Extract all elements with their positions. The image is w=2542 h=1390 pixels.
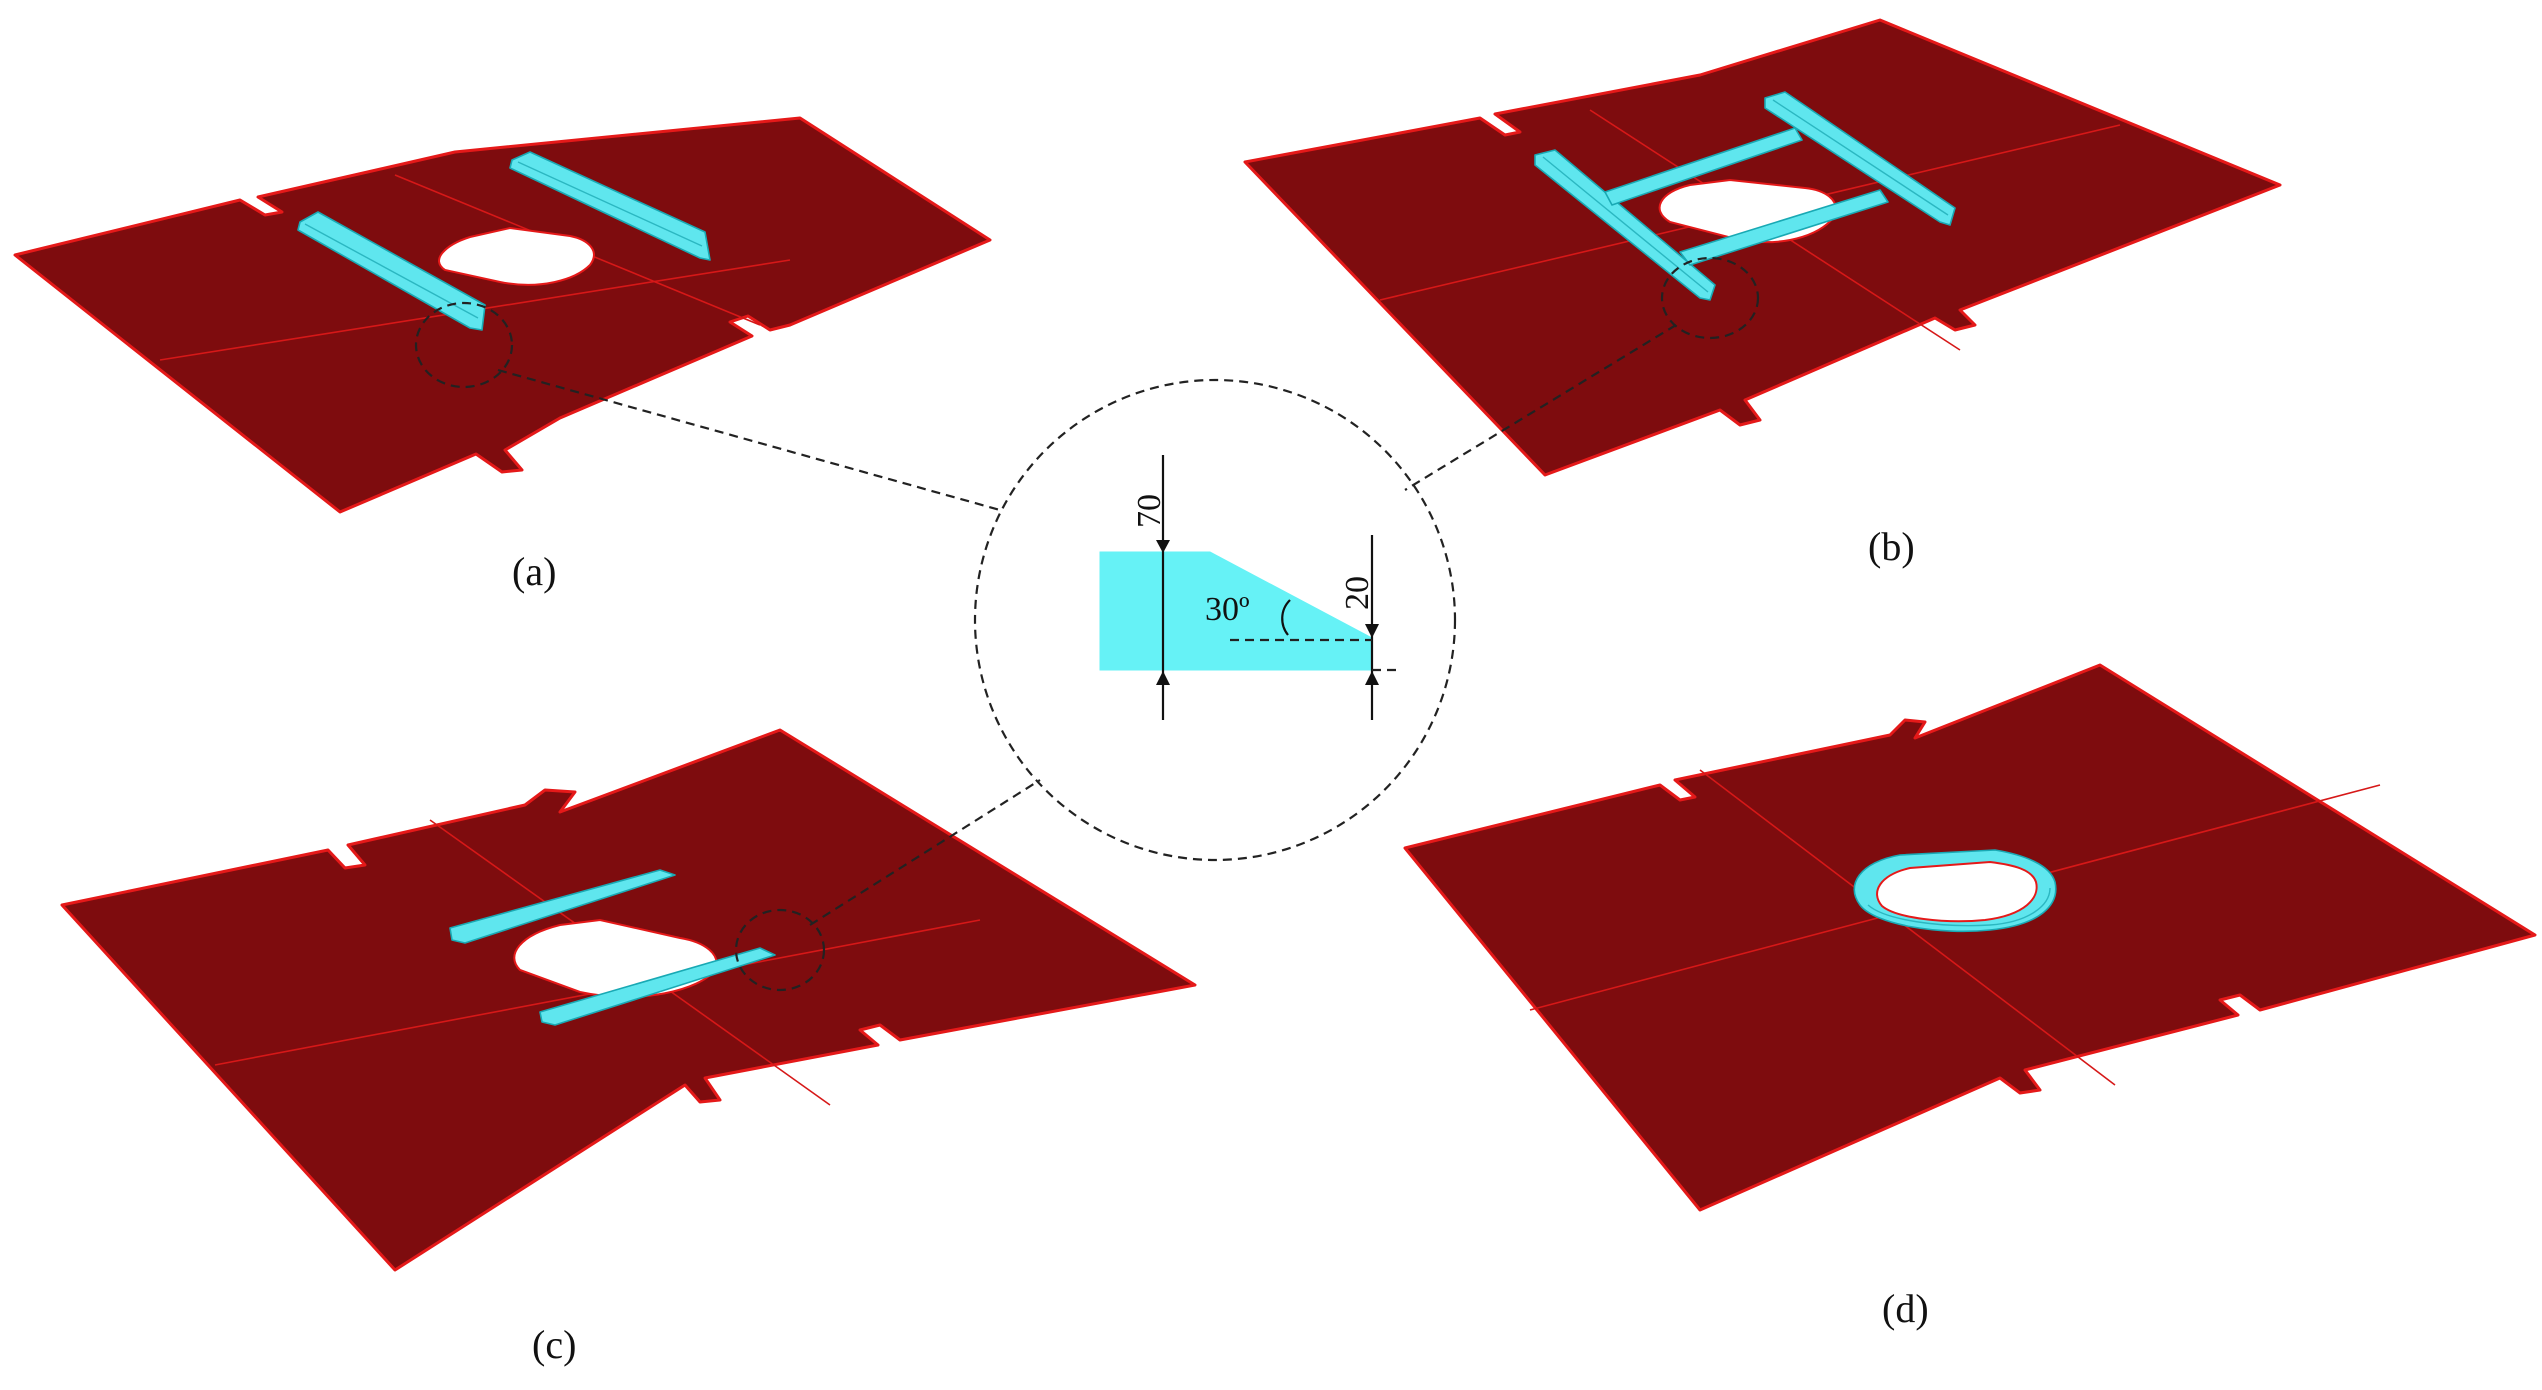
detail-marker-b [1660, 256, 1760, 340]
stiffener-b-1-line [1542, 156, 1709, 293]
stiffener-b-2-line [1772, 99, 1949, 216]
detail-circle [973, 378, 1457, 862]
plate-b [1243, 18, 2282, 477]
leader-line-a [497, 368, 1001, 512]
panel-label-b: (b) [1868, 524, 1915, 569]
stiffener-a-2-line [517, 161, 703, 247]
panel-label-c: (c) [532, 1322, 576, 1367]
dim-20-label: 20 [1339, 576, 1376, 610]
hole-d [1876, 860, 2038, 923]
panel-label-a: (a) [512, 549, 556, 594]
angle-arc [1281, 599, 1291, 636]
detail-marker-c [734, 908, 826, 992]
collar-d-line [1867, 887, 2051, 927]
stiffener-b-4 [1679, 189, 1889, 266]
hole-a [438, 226, 595, 286]
plate-d [1403, 663, 2537, 1212]
leader-line-b [1404, 324, 1677, 491]
dim-70-label: 70 [1131, 494, 1168, 528]
dim-70-arrow-bottom [1156, 671, 1170, 685]
seam-d-2 [1699, 769, 2116, 1086]
panel-a: (a) [13, 116, 1001, 594]
leader-line-c [809, 779, 1041, 926]
panel-d: (d) [1403, 663, 2537, 1331]
dim-20-arrow-top [1365, 624, 1379, 638]
stiffener-a-2 [509, 151, 711, 261]
stiffener-c-2 [539, 947, 776, 1026]
plate-a [13, 116, 992, 514]
stiffener-section-detail: 70 20 30º [973, 378, 1457, 862]
detail-marker-a [414, 301, 514, 389]
panel-b: (b) [1243, 18, 2282, 569]
dim-70-arrow-top [1156, 540, 1170, 553]
stiffener-a-1-line [304, 223, 479, 319]
angle-label: 30º [1205, 591, 1250, 628]
stiffener-c-1 [449, 869, 676, 944]
dim-20-arrow-bottom [1365, 671, 1379, 685]
stiffener-b-3 [1604, 127, 1803, 206]
panel-label-d: (d) [1882, 1286, 1929, 1331]
panel-c: (c) [60, 728, 1197, 1367]
